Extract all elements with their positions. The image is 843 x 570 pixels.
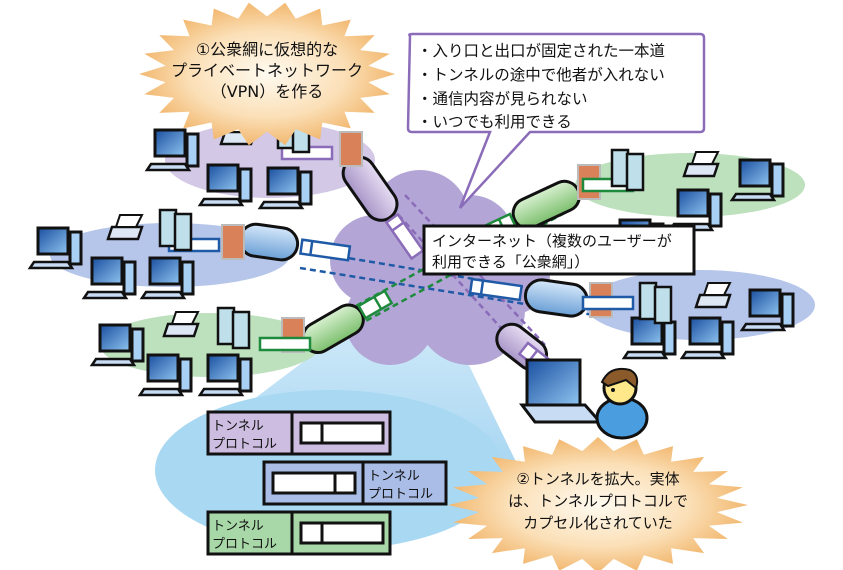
laptop-user [518,358,649,440]
internet-label-line2: 利用できる「公衆網」） [432,253,589,271]
callout-item-3: ・通信内容が見られない [417,90,588,108]
packet-blue-label-2: プロトコル [368,487,433,502]
callout-item-2: ・トンネルの途中で他者が入れない [417,66,665,84]
packet-purple-label-1: トンネル [212,419,264,434]
packet-blue-label-1: トンネル [368,469,420,484]
burst2-line2: は、トンネルプロトコルで [508,492,688,510]
printer-icon [682,151,720,178]
burst1-line2: プライベートネットワーク [171,61,363,80]
packet-green-expanded: トンネル プロトコル [206,510,392,556]
computer-icon [144,128,200,172]
packet-purple-expanded: トンネル プロトコル [206,410,392,456]
printer-icon [106,214,144,241]
printer-icon [694,282,732,309]
computer-icon [137,353,193,397]
packet-green-label-2: プロトコル [212,537,277,552]
server-icon [610,148,645,192]
packet-blue-expanded: トンネル プロトコル [262,460,448,506]
packet-blue-lan-right [581,295,635,311]
computer-icon [667,188,723,232]
server-icon [638,281,673,325]
callout-item-1: ・入り口と出口が固定された一本道 [417,42,665,60]
burst-vpn-note: ①公衆網に仮想的な プライベートネットワーク （VPN）を作る [139,2,395,146]
firewall-icon [339,131,363,167]
burst2-line1: ②トンネルを拡大。実体 [516,470,679,488]
burst1-line3: （VPN）を作る [211,82,324,101]
computer-icon [729,158,785,202]
laptop-icon [525,358,582,407]
burst2-line3: カプセル化されていた [523,514,673,532]
firewall-icon [221,224,245,260]
computer-icon [27,226,83,270]
computer-icon [257,166,313,210]
packet-green-label-1: トンネル [212,519,264,534]
tunnel-path-purple-1 [384,199,531,361]
computer-icon [89,323,145,367]
tunnel-tube-blue-left [238,222,352,262]
server-icon [216,306,251,350]
burst1-line1: ①公衆網に仮想的な [196,40,338,59]
computer-icon [197,163,253,207]
computer-icon [739,288,795,332]
callout-item-4: ・いつでも利用できる [417,113,572,131]
internet-label-line1: インターネット（複数のユーザーが [432,232,672,250]
internet-label: インターネット（複数のユーザーが 利用できる「公衆網」） [422,224,696,276]
computer-icon [197,353,253,397]
packet-purple-label-2: プロトコル [212,437,277,452]
tunnel-tube-green-left [301,289,394,354]
printer-icon [162,311,200,338]
packet-green-lan [258,336,312,352]
computer-icon [81,256,137,300]
computer-icon [139,256,195,300]
computer-icon [679,316,735,360]
computer-icon [621,316,677,360]
tunnel-features-callout: ・入り口と出口が固定された一本道 ・トンネルの途中で他者が入れない ・通信内容が… [406,32,706,209]
burst-encapsulation-note: ②トンネルを拡大。実体 は、トンネルプロトコルで カプセル化されていた [448,437,748,570]
server-icon [158,208,193,252]
